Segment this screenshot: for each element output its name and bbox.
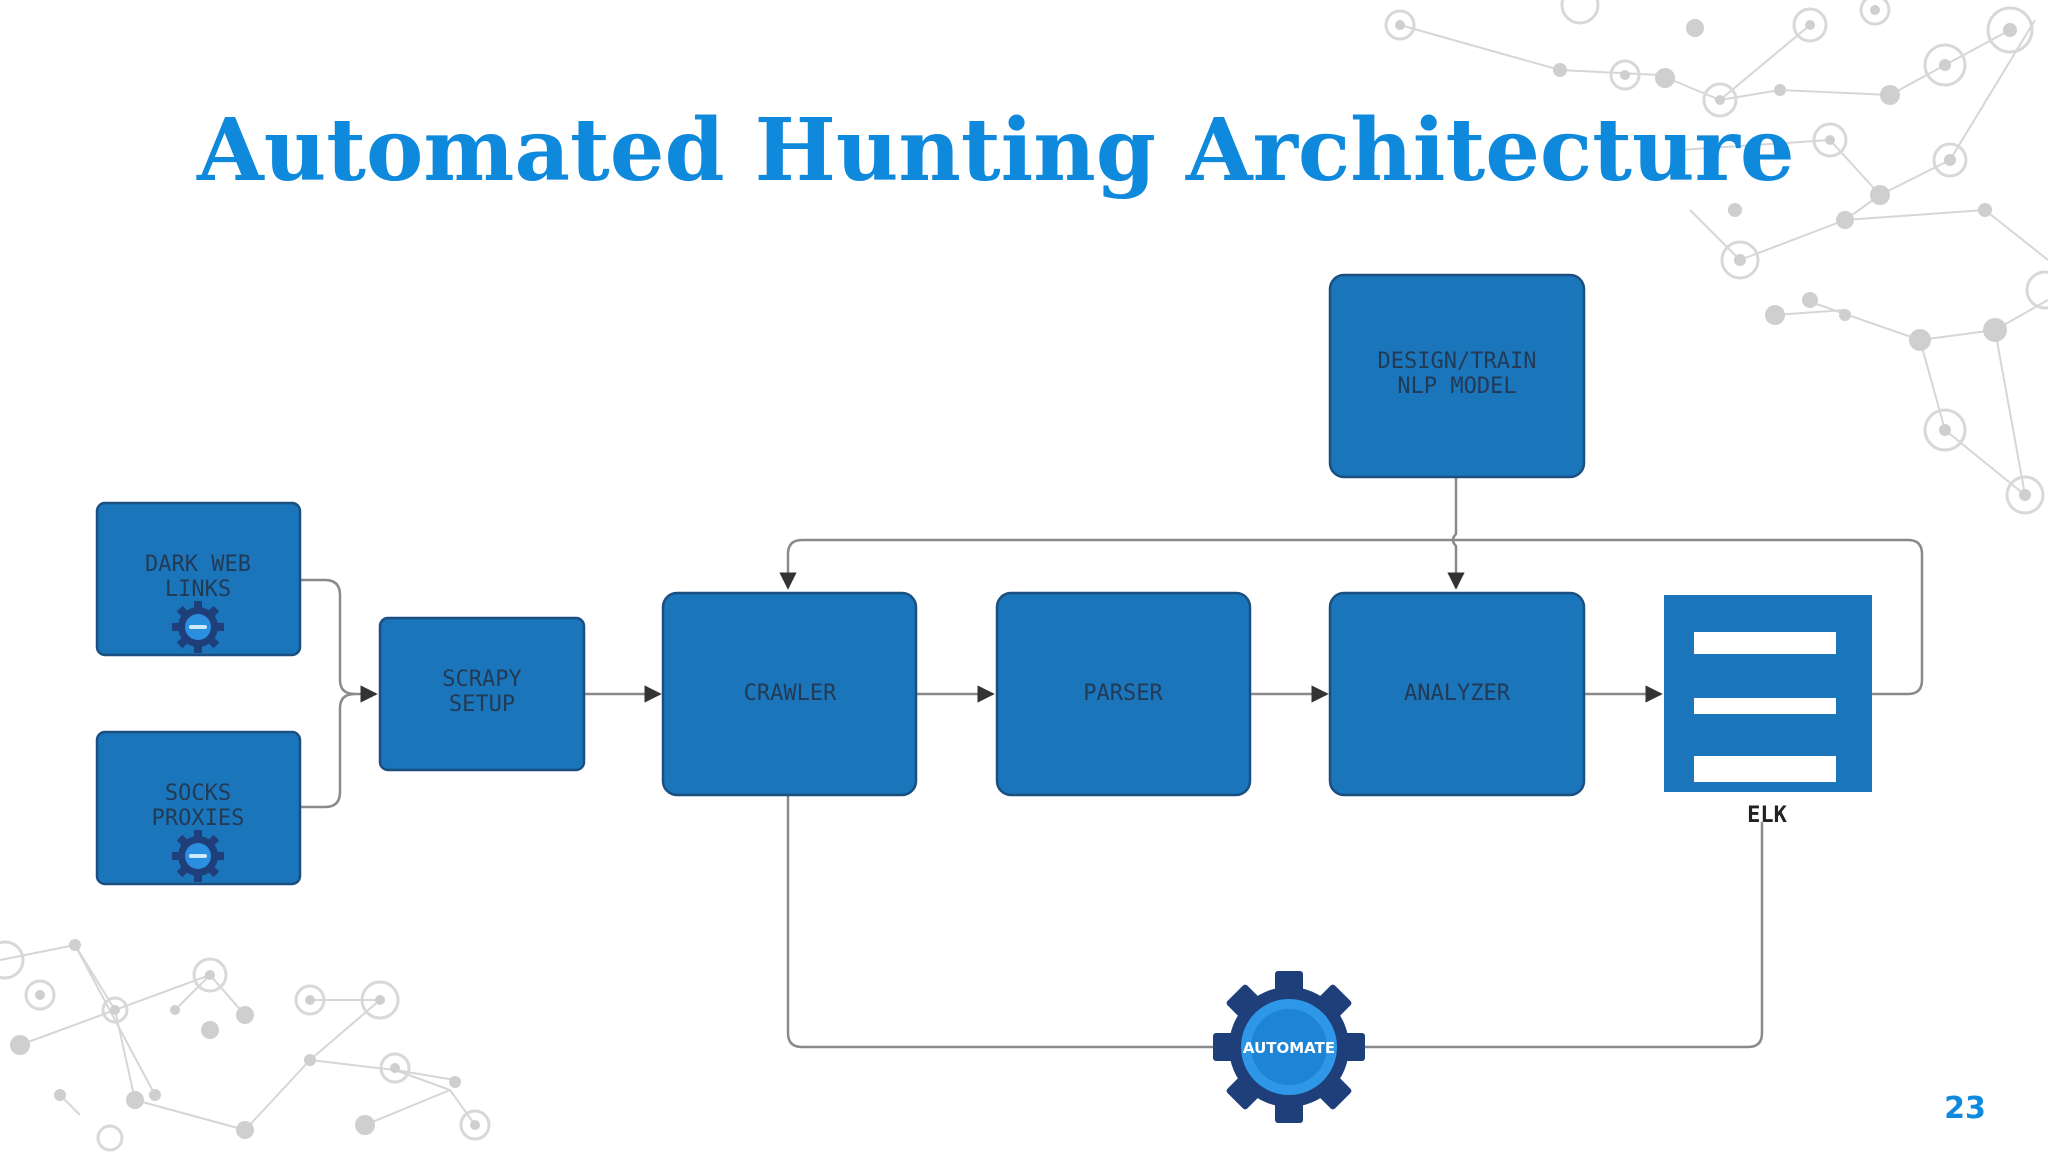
node-dark-web-links: DARK WEB LINKS [95,501,302,657]
gear-icon [172,830,224,882]
parser-box [995,591,1252,797]
design-train-label-line2: NLP MODEL [1397,374,1516,399]
automate-gear-icon [1213,971,1365,1123]
connector-socks-to-scrapy [300,692,356,809]
socks-proxies-box [95,730,302,886]
crawler-box [661,591,918,797]
design-train-label-line1: DESIGN/TRAIN [1378,349,1537,374]
node-crawler: CRAWLER [661,591,918,797]
gear-icon [172,601,224,653]
crawler-label: CRAWLER [744,681,837,706]
connector-automate-to-elk [1358,822,1764,1049]
parser-label: PARSER [1083,681,1163,706]
node-scrapy-setup: SCRAPY SETUP [378,616,586,772]
connector-model-to-analyzer [1447,478,1465,590]
node-parser: PARSER [995,591,1252,797]
scrapy-setup-label-line1: SCRAPY [442,667,521,692]
slide-title: Automated Hunting Architecture [196,100,1795,201]
elk-label: ELK [1747,803,1787,828]
dark-web-links-box [95,501,302,657]
connector-crawler-to-automate [786,795,1218,1049]
database-icon [1664,595,1872,792]
socks-proxies-label-line2: PROXIES [152,806,245,831]
node-automate: AUTOMATE [1213,971,1365,1123]
connector-elk-to-crawler [779,538,1924,696]
automate-label: AUTOMATE [1243,1039,1335,1057]
socks-proxies-label-line1: SOCKS [165,781,231,806]
network-decoration-top-right [1384,0,2048,515]
analyzer-box [1328,591,1586,797]
scrapy-setup-label-line2: SETUP [449,692,515,717]
dark-web-links-label-line1: DARK WEB [145,552,251,577]
scrapy-setup-box [378,616,586,772]
connector-darkweb-to-scrapy [300,578,378,703]
node-socks-proxies: SOCKS PROXIES [95,730,302,886]
page-number: 23 [1944,1091,1986,1126]
node-elk: ELK [1664,595,1872,828]
network-decoration-bottom-left [0,939,491,1152]
node-design-train-nlp-model: DESIGN/TRAIN NLP MODEL [1328,273,1586,479]
design-train-box [1328,273,1586,479]
node-analyzer: ANALYZER [1328,591,1586,797]
analyzer-label: ANALYZER [1404,681,1511,706]
connectors [300,478,1924,1049]
dark-web-links-label-line2: LINKS [165,577,231,602]
